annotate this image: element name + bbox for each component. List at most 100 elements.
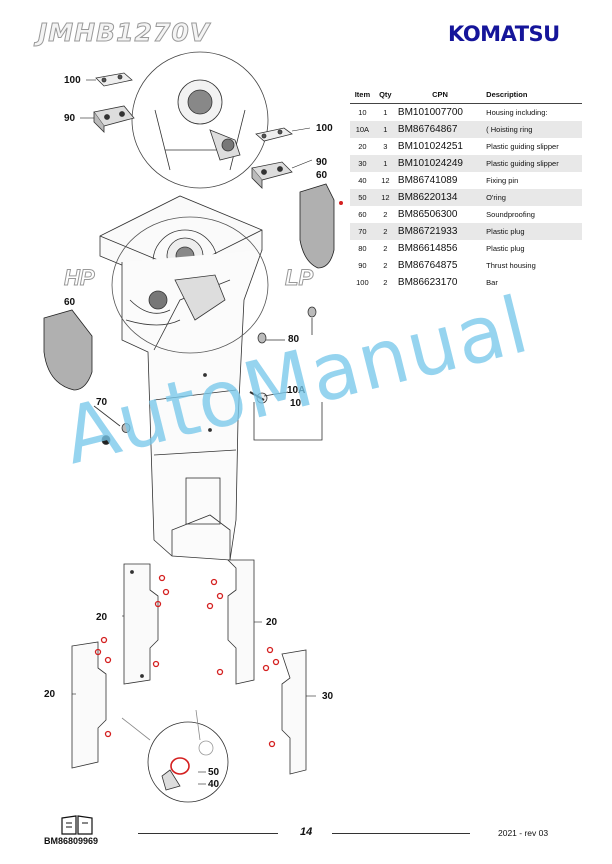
thrust-housing-90-left (93, 105, 135, 133)
row-description: O'ring (484, 189, 582, 206)
row-item: 30 (350, 155, 375, 172)
thrust-housing-90-right (251, 161, 293, 189)
callout-10A: 10A (287, 385, 306, 396)
row-cpn: BM86614856 (397, 243, 458, 254)
row-qty: 1 (374, 155, 396, 172)
parts-table-row: 20 3 BM101024251 Plastic guiding slipper (350, 138, 582, 155)
row-qty: 1 (383, 108, 388, 117)
row-cpn: BM86741089 (397, 175, 458, 186)
callout-80: 80 (288, 334, 300, 345)
row-description: Housing including: (486, 108, 548, 117)
model-title: JMHB1270V (37, 18, 211, 48)
parts-table-row: 60 2 BM86506300 Soundproofing (350, 206, 582, 223)
footer-rule-left (138, 833, 278, 834)
change-marker-dot (339, 201, 343, 205)
soundproofing-60-right (299, 183, 335, 269)
plastic-plug-70 (93, 405, 131, 445)
row-cpn: BM86623170 (397, 277, 458, 288)
row-description: Plastic guiding slipper (484, 155, 582, 172)
callout-20-left: 20 (96, 612, 108, 623)
callout-100-top: 100 (64, 75, 81, 86)
row-item: 10A (350, 121, 375, 138)
pin-detail-circle (121, 709, 229, 803)
row-qty: 2 (383, 261, 388, 270)
plastic-plug-80 (257, 306, 317, 344)
col-cpn: CPN (395, 88, 485, 104)
callout-leaders (72, 79, 316, 785)
row-description: Fixing pin (486, 176, 519, 185)
callout-60-left: 60 (64, 297, 76, 308)
guiding-slipper-20-top-right (227, 559, 255, 685)
view-label-hp: HP (64, 265, 96, 291)
hoisting-ring-10A (249, 391, 323, 441)
callout-20-right: 20 (266, 617, 278, 628)
callout-10: 10 (290, 398, 302, 409)
parts-table-row: 100 2 BM86623170 Bar (350, 274, 582, 291)
row-cpn: BM86220134 (395, 189, 485, 206)
main-detail-circle (111, 216, 269, 354)
row-description: Plastic plug (484, 223, 582, 240)
callout-90-right: 90 (316, 157, 328, 168)
guiding-slipper-20-top-left (123, 563, 159, 685)
row-description: Plastic guiding slipper (486, 142, 559, 151)
row-cpn: BM86764867 (395, 121, 485, 138)
row-qty: 12 (374, 189, 396, 206)
row-description: Soundproofing (486, 210, 535, 219)
row-qty: 2 (383, 244, 388, 253)
row-item: 80 (358, 244, 367, 253)
revision: 2021 - rev 03 (498, 828, 549, 838)
callout-100-right: 100 (316, 123, 333, 134)
row-cpn: BM86764875 (397, 260, 458, 271)
callout-90-left: 90 (64, 113, 76, 124)
housing-body (121, 249, 263, 561)
callout-20-bottom: 20 (44, 689, 56, 700)
row-qty: 1 (374, 121, 396, 138)
row-cpn: BM86506300 (397, 209, 458, 220)
document-code: BM86809969 (44, 836, 99, 846)
parts-table-header: Item Qty CPN Description (350, 88, 582, 104)
row-description: ( Hoisting ring (484, 121, 582, 138)
page-number: 14 (300, 826, 313, 838)
guiding-slipper-30-right (281, 649, 307, 775)
view-label-lp: LP (284, 265, 314, 291)
book-icon (61, 815, 93, 835)
row-item: 20 (358, 142, 367, 151)
row-qty: 12 (381, 176, 390, 185)
row-qty: 2 (383, 278, 388, 287)
soundproofing-60-left (43, 309, 93, 391)
col-item: Item (350, 88, 375, 104)
callout-60-right: 60 (316, 170, 328, 181)
row-qty: 2 (383, 210, 388, 219)
row-cpn: BM101007700 (397, 107, 463, 118)
top-detail-circle (131, 51, 269, 189)
row-item: 40 (358, 176, 367, 185)
row-description: Thrust housing (486, 261, 536, 270)
parts-table-row: 40 12 BM86741089 Fixing pin (350, 172, 582, 189)
row-item: 60 (358, 210, 367, 219)
row-cpn: BM101024251 (397, 141, 463, 152)
fixing-pins-with-orings (94, 574, 280, 748)
callout-40: 40 (208, 779, 220, 790)
row-description: Bar (486, 278, 498, 287)
row-qty: 2 (374, 223, 396, 240)
row-qty: 3 (383, 142, 388, 151)
row-item: 50 (350, 189, 375, 206)
brand-logo: KOMATSU (448, 22, 560, 46)
row-description: Plastic plug (486, 244, 525, 253)
parts-table-row: 90 2 BM86764875 Thrust housing (350, 257, 582, 274)
row-cpn: BM86721933 (395, 223, 485, 240)
parts-table-row: 80 2 BM86614856 Plastic plug (350, 240, 582, 257)
col-description: Description (484, 88, 582, 104)
row-item: 90 (358, 261, 367, 270)
callout-30: 30 (322, 691, 334, 702)
row-item: 70 (350, 223, 375, 240)
row-item: 100 (356, 278, 369, 287)
footer-rule-right (332, 833, 470, 834)
col-qty: Qty (374, 88, 396, 104)
